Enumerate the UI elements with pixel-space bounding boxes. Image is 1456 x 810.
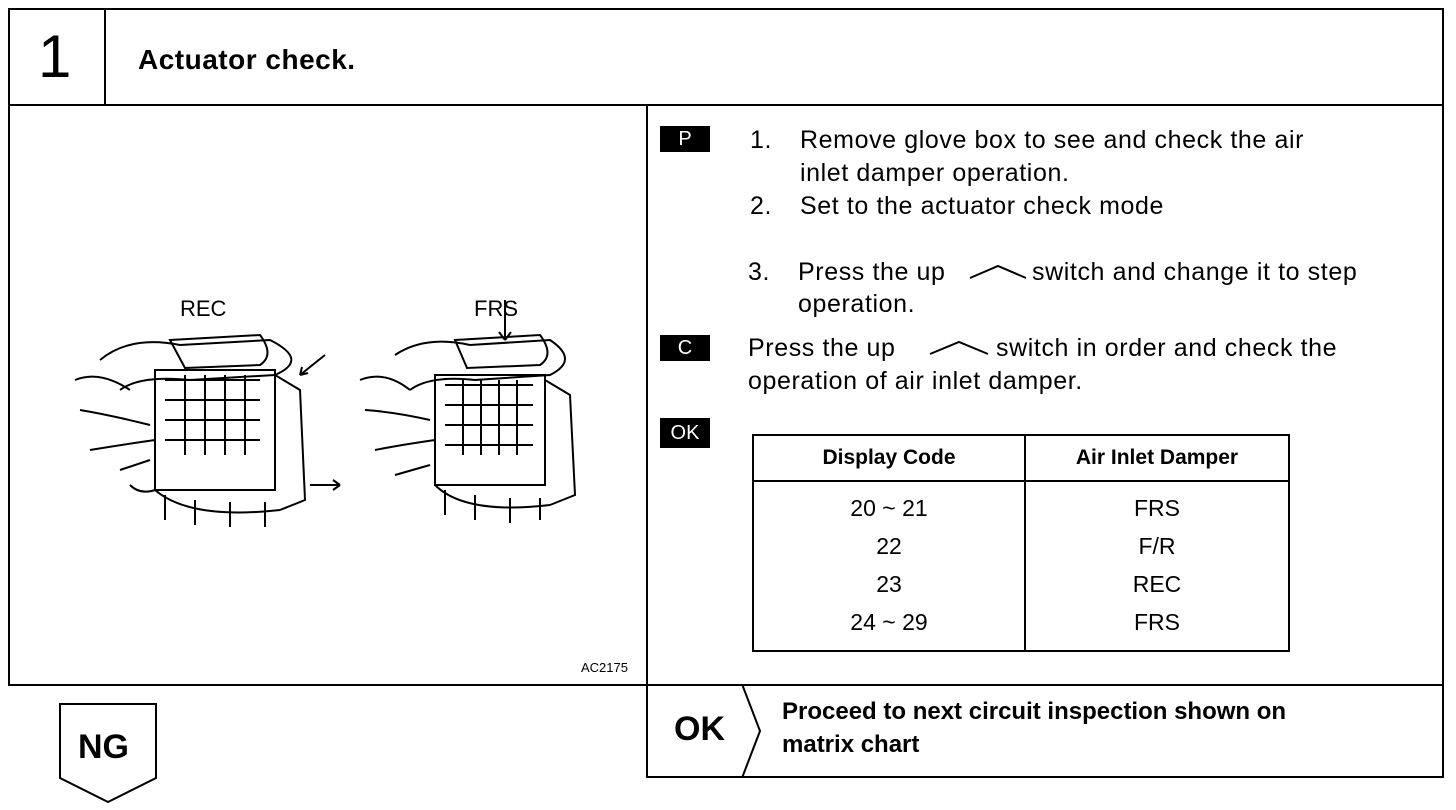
ng-result-badge — [59, 703, 157, 804]
damper-illustration-frs — [359, 300, 577, 523]
item1-number: 1. — [750, 126, 773, 154]
item1-line2: inlet damper operation. — [800, 159, 1070, 187]
table-row: 20 ~ 21 FRS — [753, 481, 1289, 527]
code-badge-ok: OK — [660, 418, 710, 448]
item3-number: 3. — [748, 258, 771, 286]
table-header: Display Code — [753, 435, 1025, 482]
item3-post: switch and change it to step — [1032, 258, 1358, 286]
check-post: switch in order and check the — [996, 334, 1338, 362]
step-number-cell — [8, 8, 106, 106]
ok-result-line1: Proceed to next circuit inspection shown… — [782, 698, 1287, 725]
item2-text: Set to the actuator check mode — [800, 192, 1165, 220]
table-cell: 23 — [876, 570, 902, 597]
item3-pre: Press the up — [798, 258, 946, 286]
table-row: 23 REC — [753, 565, 1289, 603]
ng-result-label: NG — [78, 728, 129, 766]
display-code-table: Display Code Air Inlet Damper 20 ~ 21 FR… — [752, 434, 1290, 652]
up-switch-icon — [929, 340, 989, 355]
check-line2: operation of air inlet damper. — [748, 367, 1083, 395]
code-badge-p: P — [660, 126, 710, 152]
figure-label-rec: REC — [180, 296, 227, 321]
ok-result-line2: matrix chart — [782, 731, 920, 758]
table-cell: FRS — [1024, 481, 1289, 527]
table-cell: 20 ~ 21 — [850, 494, 928, 521]
item3-line2: operation. — [798, 290, 916, 318]
damper-illustration-rec — [74, 333, 341, 527]
item2-number: 2. — [750, 192, 773, 220]
figure-id: AC2175 — [581, 660, 628, 675]
code-badge-c: C — [660, 335, 710, 361]
up-switch-icon — [969, 264, 1027, 279]
table-cell: FRS — [1024, 603, 1289, 651]
table-row: 24 ~ 29 FRS — [753, 603, 1289, 651]
table-cell: 22 — [876, 532, 902, 559]
table-cell: 24 ~ 29 — [850, 608, 928, 635]
ok-result-label: OK — [674, 710, 725, 748]
ok-result-box — [646, 684, 1444, 778]
table-header-row: Display Code Air Inlet Damper — [753, 435, 1289, 482]
step-number: 1 — [38, 23, 72, 90]
table-row: 22 F/R — [753, 527, 1289, 565]
table-header: Air Inlet Damper — [1024, 435, 1289, 482]
item1-line1: Remove glove box to see and check the ai… — [800, 126, 1305, 154]
figure-label-frs: FRS — [474, 296, 518, 321]
ok-divider-chevron — [741, 684, 762, 778]
step-title: Actuator check. — [138, 44, 356, 75]
check-pre: Press the up — [748, 334, 896, 362]
table-cell: F/R — [1024, 527, 1289, 565]
table-cell: REC — [1024, 565, 1289, 603]
